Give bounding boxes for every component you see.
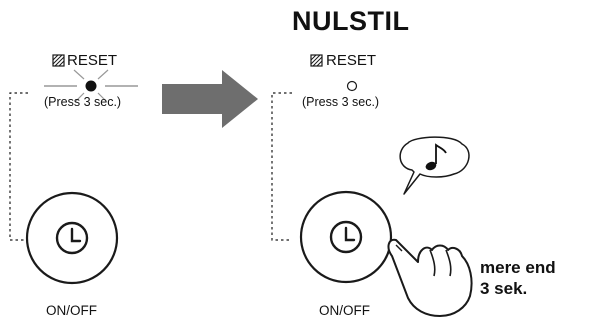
hold-duration-line1: mere end <box>480 258 556 277</box>
reset-label-left: RESET <box>67 52 118 69</box>
onoff-label-left: ON/OFF <box>46 303 97 318</box>
sound-bubble <box>399 136 470 195</box>
music-note-icon <box>425 143 447 171</box>
dashed-connector <box>271 92 292 241</box>
press-hint-left: (Press 3 sec.) <box>44 95 122 109</box>
onoff-button <box>25 191 119 285</box>
clock-icon <box>329 220 363 254</box>
press-hint-right: (Press 3 sec.) <box>302 95 380 109</box>
hold-duration-line2: 3 sek. <box>480 279 528 298</box>
dashed-connector <box>9 92 30 241</box>
hold-duration-label: mere end 3 sek. <box>480 257 556 299</box>
finger-press-icon <box>387 238 473 317</box>
onoff-label-right: ON/OFF <box>319 303 370 318</box>
reset-label-right: RESET <box>326 52 377 69</box>
reset-icon <box>310 54 323 67</box>
clock-icon <box>55 221 89 255</box>
arrow-right-icon <box>162 70 258 128</box>
led-indicator-icon <box>44 69 138 102</box>
reset-icon <box>52 54 65 67</box>
onoff-button <box>299 190 393 284</box>
diagram-title: NULSTIL <box>292 6 410 36</box>
led-indicator-icon <box>346 80 358 92</box>
